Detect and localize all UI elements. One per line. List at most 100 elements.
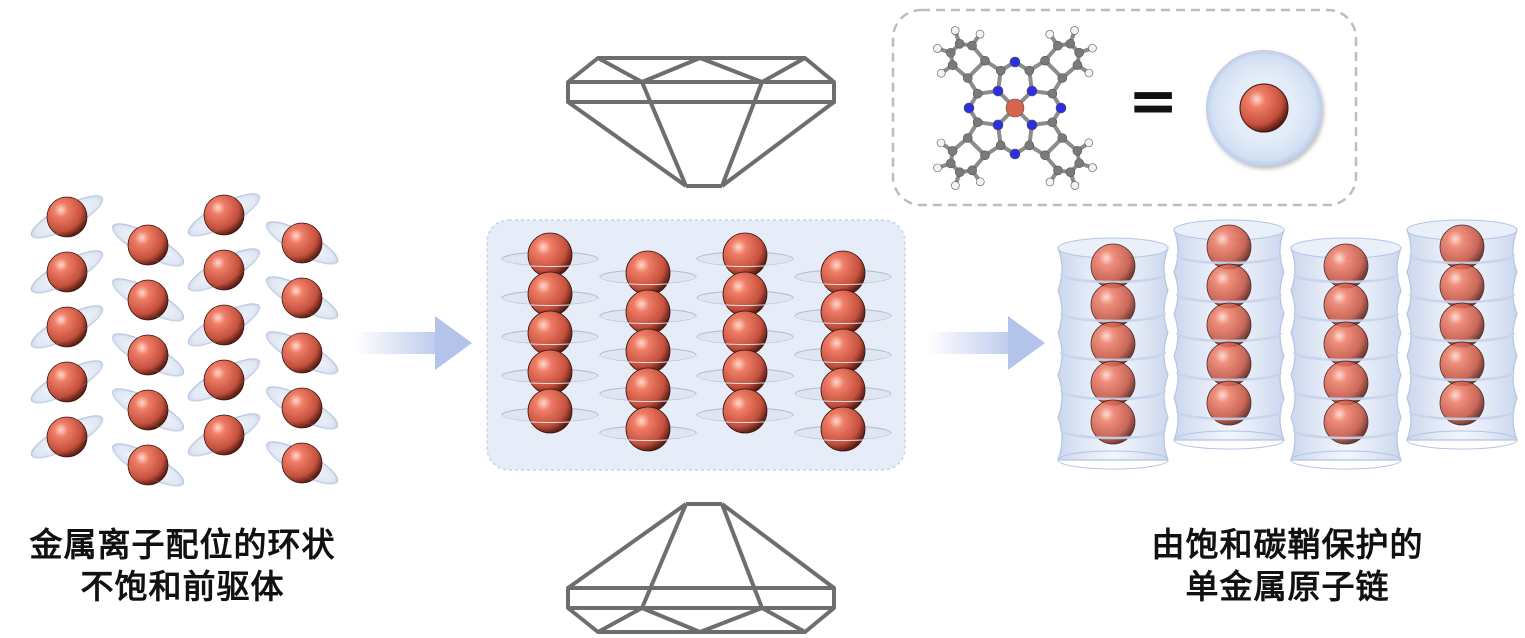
- precursor-caption: 金属离子配位的环状 不饱和前驱体: [10, 524, 355, 608]
- stacked-atom-columns: [501, 232, 892, 452]
- molecule-atom: [946, 158, 956, 169]
- metal-phthalocyanine-icon: [933, 26, 1097, 190]
- ring-unit: [187, 248, 261, 292]
- molecule-atom: [1024, 65, 1035, 76]
- metal-atom: [1206, 380, 1252, 426]
- metal-atom: [127, 224, 169, 266]
- metal-atom: [46, 416, 88, 458]
- metal-atom: [203, 304, 245, 346]
- sheath-bottom: [1057, 450, 1169, 470]
- ring-unit: [187, 303, 261, 347]
- molecule-atom: [950, 26, 960, 35]
- sheath-ring-line: [1408, 254, 1516, 265]
- molecule-atom: [954, 39, 965, 49]
- sheath-ring-line: [1408, 293, 1516, 304]
- molecule-atom: [954, 167, 965, 178]
- molecule-atom: [1026, 119, 1038, 131]
- molecule-atom: [1005, 98, 1025, 118]
- molecule-atom: [936, 68, 946, 78]
- metal-atom: [527, 388, 573, 434]
- ring-unit: [187, 358, 261, 402]
- sheath-ring-line: [1408, 332, 1516, 343]
- metal-atom: [820, 328, 866, 374]
- molecule-atom: [1065, 167, 1076, 177]
- metal-atom: [1323, 399, 1369, 445]
- ring-unit: [265, 441, 339, 485]
- ring-unit: [265, 331, 339, 375]
- sheath-ring-line: [1292, 273, 1400, 284]
- sheath-ring-line: [1059, 351, 1167, 362]
- metal-atom: [203, 359, 245, 401]
- molecule-atom: [1065, 38, 1076, 49]
- molecule-atom: [963, 102, 975, 114]
- carbon-sheath-chain: [1057, 237, 1169, 470]
- metal-atom: [127, 444, 169, 486]
- metal-atom: [203, 249, 245, 291]
- metal-atom: [722, 349, 768, 395]
- molecule-atom: [1024, 140, 1035, 151]
- molecule-atom: [1045, 29, 1055, 39]
- diamond-anvil-bottom-icon: [566, 502, 836, 634]
- molecule-atom: [1088, 163, 1097, 172]
- diamond-anvil-top-icon: [566, 56, 836, 188]
- ring-unit: [265, 276, 339, 320]
- arrow-right-icon: [928, 316, 1045, 370]
- ring-unit: [111, 333, 185, 377]
- molecule-atom: [1045, 177, 1055, 187]
- molecule-atom: [962, 73, 973, 83]
- metal-atom: [527, 349, 573, 395]
- molecule-atom: [1026, 85, 1038, 97]
- molecule-atom: [1072, 146, 1083, 156]
- sheath-ring-line: [1292, 312, 1400, 323]
- ring-unit: [30, 415, 104, 459]
- molecule-atom: [995, 140, 1006, 151]
- product-caption-line2: 单金属原子链: [1185, 567, 1390, 606]
- metal-atom: [203, 414, 245, 456]
- metal-atom: [127, 279, 169, 321]
- molecule-atom: [1040, 150, 1050, 161]
- molecule-atom: [947, 60, 958, 70]
- molecule-atom: [992, 119, 1004, 131]
- ring-unit: [187, 193, 261, 237]
- metal-atom: [820, 250, 866, 296]
- molecule-atom: [992, 85, 1004, 97]
- sheath-ring-line: [1408, 371, 1516, 382]
- metal-atom: [46, 361, 88, 403]
- carbon-sheath-chain: [1290, 237, 1402, 470]
- molecule-atom: [972, 117, 983, 128]
- molecule-atom: [1070, 26, 1079, 35]
- molecule-atom: [1057, 73, 1068, 83]
- molecule-atom: [1057, 133, 1068, 143]
- precursor-ring-array: [30, 193, 339, 487]
- metal-atom: [1439, 380, 1485, 426]
- ring-unit: [111, 443, 185, 487]
- molecule-atom: [951, 181, 960, 190]
- metal-atom: [625, 250, 671, 296]
- sheath-bottom: [1290, 450, 1402, 470]
- molecule-atom: [933, 163, 942, 173]
- arrow-right-icon: [355, 316, 472, 370]
- sheath-ring-line: [1175, 293, 1283, 304]
- molecule-atom: [1070, 181, 1080, 190]
- sheath-bottom: [1173, 430, 1285, 450]
- metal-atom: [722, 232, 768, 278]
- molecule-atom: [933, 44, 942, 53]
- metal-atom: [127, 334, 169, 376]
- sheath-ring-line: [1292, 429, 1400, 440]
- molecule-atom: [1009, 148, 1021, 160]
- metal-atom: [281, 442, 323, 484]
- sheath-ring-line: [1059, 390, 1167, 401]
- molecule-atom: [1053, 40, 1063, 51]
- precursor-caption-line2: 不饱和前驱体: [80, 567, 285, 606]
- metal-atom: [625, 289, 671, 335]
- ring-unit: [187, 413, 261, 457]
- molecule-atom: [995, 65, 1006, 76]
- metal-atom: [625, 367, 671, 413]
- metal-atom: [281, 277, 323, 319]
- metal-atom: [722, 388, 768, 434]
- metal-atom: [1090, 399, 1136, 445]
- molecule-atom: [1084, 138, 1094, 148]
- molecule-atom: [975, 177, 985, 187]
